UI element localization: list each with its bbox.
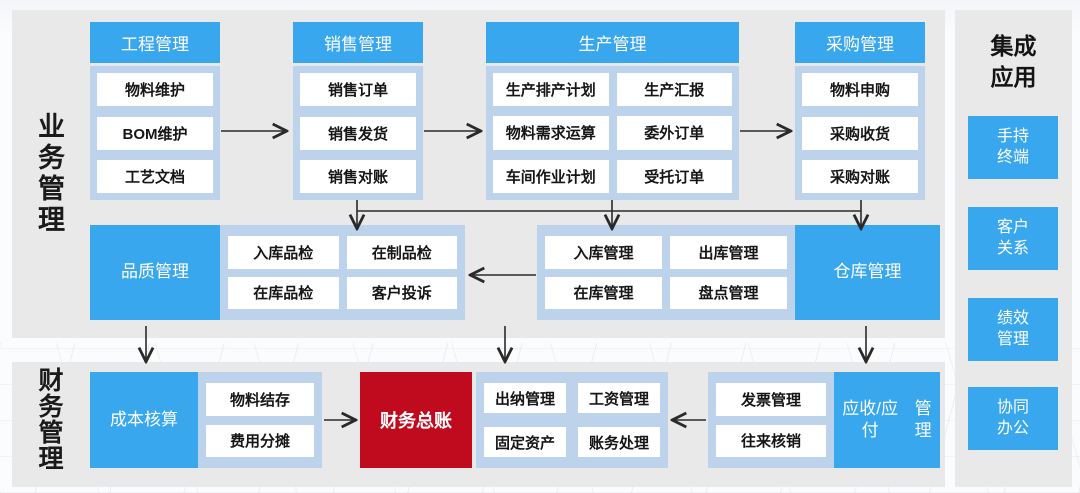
production-header: 生产管理 [486, 22, 739, 63]
module-box-production-scheduling: 生产排产计划 [493, 73, 609, 107]
cost-accounting-box: 成本核算 [90, 372, 198, 468]
sales-column: 销售管理 销售订单 销售发货 销售对账 [293, 22, 423, 200]
engineering-tray: 物料维护 BOM维护 工艺文档 [90, 66, 220, 200]
purchasing-column: 采购管理 物料申购 采购收货 采购对账 [795, 22, 925, 200]
cost-items-grid: 物料结存 费用分摊 [198, 372, 322, 468]
module-box-customer-complaint: 客户投诉 [346, 276, 457, 309]
module-box-inprocess-inspection: 在制品检 [346, 236, 457, 269]
general-ledger-box: 财务总账 [360, 372, 472, 468]
module-box-invoice-management: 发票管理 [716, 383, 826, 416]
engineering-column: 工程管理 物料维护 BOM维护 工艺文档 [90, 22, 220, 200]
module-box-bom-maintenance: BOM维护 [97, 116, 213, 150]
cost-group: 成本核算 物料结存 费用分摊 [90, 372, 322, 468]
integration-title-line1: 集成 [990, 33, 1037, 59]
module-box-consignment-order: 受托订单 [616, 159, 732, 193]
module-box-stocktaking-management: 盘点管理 [670, 276, 787, 309]
warehouse-group: 入库管理 出库管理 在库管理 盘点管理 仓库管理 [537, 225, 940, 320]
business-section-label: 业务管理 [34, 112, 64, 236]
quality-group: 品质管理 入库品检 在制品检 在库品检 客户投诉 [90, 225, 465, 320]
module-box-production-report: 生产汇报 [616, 73, 732, 107]
receivable-items-grid: 发票管理 往来核销 [708, 372, 834, 468]
module-box-payroll-management: 工资管理 [578, 383, 660, 413]
app-performance-management: 绩效 管理 [968, 298, 1058, 361]
module-box-incoming-inspection: 入库品检 [228, 236, 339, 269]
app-handheld-terminal: 手持 终端 [968, 116, 1058, 179]
app-handheld-terminal-line1: 手持 [996, 127, 1029, 145]
app-customer-relations-line2: 关系 [996, 239, 1029, 257]
module-box-purchase-receiving: 采购收货 [802, 116, 918, 150]
receivable-payable-line2: 管理 [914, 398, 932, 440]
app-collaborative-office: 协同 办公 [968, 387, 1058, 450]
module-box-sales-delivery: 销售发货 [300, 116, 416, 150]
module-box-mrp-calculation: 物料需求运算 [493, 116, 609, 150]
module-box-sales-reconciliation: 销售对账 [300, 160, 416, 193]
module-box-outsourcing-order: 委外订单 [616, 116, 732, 150]
sales-tray: 销售订单 销售发货 销售对账 [293, 66, 423, 200]
module-box-sales-order: 销售订单 [300, 73, 416, 106]
module-box-stock-management: 在库管理 [545, 276, 662, 309]
finance-section-label: 财务管理 [35, 367, 63, 471]
module-box-material-requisition: 物料申购 [802, 73, 918, 106]
module-box-transaction-writeoff: 往来核销 [716, 424, 826, 457]
integration-title: 集成 应用 [955, 31, 1072, 93]
receivable-group: 发票管理 往来核销 应收/应付 管理 [708, 372, 940, 468]
purchasing-header: 采购管理 [795, 22, 925, 63]
receivable-payable-box: 应收/应付 管理 [834, 372, 940, 468]
cashier-group: 出纳管理 工资管理 固定资产 账务处理 [476, 372, 668, 468]
app-customer-relations: 客户 关系 [968, 207, 1058, 270]
integration-title-line2: 应用 [990, 64, 1037, 91]
module-box-material-balance: 物料结存 [206, 383, 314, 416]
receivable-payable-line1: 应收/应付 [842, 398, 898, 440]
app-collaborative-office-line1: 协同 [996, 398, 1029, 416]
module-box-expense-allocation: 费用分摊 [206, 424, 314, 457]
sales-header: 销售管理 [293, 22, 423, 63]
warehouse-management-box: 仓库管理 [795, 225, 940, 320]
module-box-material-maintenance: 物料维护 [97, 73, 213, 106]
module-box-inbound-management: 入库管理 [545, 236, 662, 269]
app-performance-management-line1: 绩效 [996, 309, 1029, 327]
module-box-outbound-management: 出库管理 [670, 236, 787, 269]
module-box-workshop-plan: 车间作业计划 [493, 159, 609, 193]
app-performance-management-line2: 管理 [996, 330, 1029, 348]
quality-management-box: 品质管理 [90, 225, 220, 320]
purchasing-tray: 物料申购 采购收货 采购对账 [795, 66, 925, 200]
module-box-stock-inspection: 在库品检 [228, 276, 339, 309]
module-box-fixed-assets: 固定资产 [484, 427, 566, 457]
module-box-purchase-reconciliation: 采购对账 [802, 160, 918, 193]
quality-items-grid: 入库品检 在制品检 在库品检 客户投诉 [220, 225, 465, 320]
app-handheld-terminal-line2: 终端 [996, 148, 1029, 166]
engineering-header: 工程管理 [90, 22, 220, 63]
module-box-accounting-processing: 账务处理 [578, 427, 660, 457]
warehouse-items-grid: 入库管理 出库管理 在库管理 盘点管理 [537, 225, 795, 320]
app-customer-relations-line1: 客户 [996, 218, 1029, 236]
module-box-cashier-management: 出纳管理 [484, 383, 566, 413]
app-collaborative-office-line2: 办公 [996, 419, 1029, 437]
production-column: 生产管理 生产排产计划 生产汇报 物料需求运算 委外订单 车间作业计划 受托订单 [486, 22, 739, 200]
production-tray: 生产排产计划 生产汇报 物料需求运算 委外订单 车间作业计划 受托订单 [486, 66, 739, 200]
module-box-process-document: 工艺文档 [97, 160, 213, 193]
